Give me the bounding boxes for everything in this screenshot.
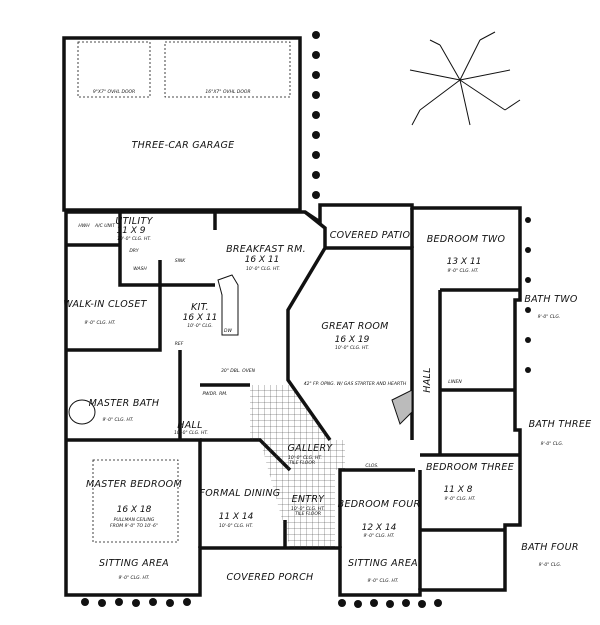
- room-label: BATH THREE: [529, 419, 592, 430]
- room-note: 9'-0" CLG. HT.: [367, 578, 398, 584]
- room-label: THREE-CAR GARAGE: [132, 140, 235, 151]
- room-note: 9'-0" CLG. HT.: [102, 417, 133, 423]
- room-label: MASTER BATH: [89, 398, 160, 409]
- room-label: HALL: [177, 420, 202, 431]
- garage: [62, 36, 302, 212]
- room-note: 9'-0" CLG.: [539, 562, 562, 568]
- shrubs: [81, 31, 531, 608]
- room-label: WALK-IN CLOSET: [63, 299, 147, 310]
- room-label: ENTRY: [292, 494, 326, 505]
- room-label: BATH TWO: [524, 294, 578, 305]
- room-label: BEDROOM THREE: [426, 462, 514, 473]
- room-label: COVERED PORCH: [226, 572, 313, 583]
- room-note: TILE FLOOR: [295, 511, 321, 517]
- room-label: GALLERY: [288, 443, 334, 454]
- room-label: SITTING AREA: [99, 558, 169, 569]
- fixture-label: HWH: [78, 223, 90, 229]
- fixture-label: 42" FP. OPNG. W/ GAS STARTER AND HEARTH: [304, 381, 407, 387]
- fixture-label: CLOS.: [365, 463, 378, 469]
- room-dims: 11 X 8: [443, 485, 472, 495]
- room-dims: 11 X 9: [116, 226, 145, 236]
- room-note: 10'-0" CLG. HT.: [291, 506, 325, 512]
- fixture-label: DW: [224, 328, 232, 334]
- fixture-label: DRY: [129, 248, 140, 254]
- room-dims: 16 X 18: [117, 505, 152, 515]
- room-note: 10'-0" CLG. HT.: [288, 455, 322, 461]
- room-note: 10'-0" CLG. HT.: [246, 266, 280, 272]
- room-note: 9'-0" CLG.: [538, 314, 561, 320]
- room-note: 10'-0" CLG. HT.: [174, 430, 208, 436]
- fireplace: [391, 389, 413, 425]
- room-dims: 12 X 14: [362, 523, 397, 533]
- room-note: 10'-0" CLG. HT.: [219, 523, 253, 529]
- room-note: 9'-0" CLG. HT.: [118, 575, 149, 581]
- room-note: PULLMAN CEILING: [114, 517, 155, 523]
- room-label: BATH FOUR: [521, 542, 579, 553]
- room-label: KIT.: [191, 302, 209, 313]
- fixture-label: WASH: [133, 266, 147, 272]
- gallery-tile-floor: [250, 385, 345, 548]
- room-note: FROM 9'-0" TO 10'-6": [110, 523, 158, 529]
- room-note: 10'-0" CLG. HT.: [335, 345, 369, 351]
- room-label: SITTING AREA: [348, 558, 418, 569]
- room-label: FORMAL DINING: [200, 488, 281, 499]
- room-label: BEDROOM FOUR: [338, 499, 421, 510]
- door-label: 16°X7° OVHL DOOR: [205, 89, 250, 95]
- tree-icon: [409, 31, 521, 126]
- room-dims: 16 X 11: [245, 255, 280, 265]
- room-label: GREAT ROOM: [321, 321, 388, 332]
- room-dims: 11 X 14: [219, 512, 254, 522]
- room-dims: 13 X 11: [447, 257, 482, 267]
- interior-walls: [66, 208, 520, 590]
- room-note: 10'-0" CLG.: [187, 323, 213, 329]
- room-label: PWDR. RM.: [202, 391, 227, 397]
- room-dims: 16 X 19: [335, 335, 370, 345]
- room-label: MASTER BEDROOM: [86, 479, 182, 490]
- labels: 9°X7° OVHL DOOR 16°X7° OVHL DOOR THREE-C…: [63, 89, 591, 584]
- room-note: 9'-0" CLG. HT.: [84, 320, 115, 326]
- fixture-label: SINK: [175, 258, 187, 264]
- pullman-ceiling: [92, 459, 179, 543]
- bathtub: [68, 399, 96, 425]
- room-dims: 16 X 11: [183, 313, 218, 323]
- fixture-label: A/C UNIT: [94, 223, 116, 229]
- room-note: 9'-0" CLG.: [541, 441, 564, 447]
- room-label: HALL: [422, 367, 433, 392]
- room-label: COVERED PATIO: [330, 230, 411, 241]
- kitchen-island: [217, 274, 239, 336]
- room-note: TILE FLOOR: [289, 460, 315, 466]
- room-note: 9'-0" CLG. HT.: [444, 496, 475, 502]
- room-label: BREAKFAST RM.: [226, 244, 306, 255]
- fixture-label: REF: [175, 341, 184, 347]
- room-label: BEDROOM TWO: [427, 234, 506, 245]
- room-label: UTILITY: [115, 216, 153, 227]
- room-note: 10'-0" CLG. HT.: [117, 236, 151, 242]
- door-label: 9°X7° OVHL DOOR: [93, 89, 135, 95]
- fixture-label: 30" DBL. OVEN: [221, 368, 256, 374]
- exterior-walls: [64, 203, 522, 597]
- fixture-label: LINEN: [448, 379, 462, 385]
- room-note: 9'-0" CLG. HT.: [363, 533, 394, 539]
- room-note: 9'-0" CLG. HT.: [447, 268, 478, 274]
